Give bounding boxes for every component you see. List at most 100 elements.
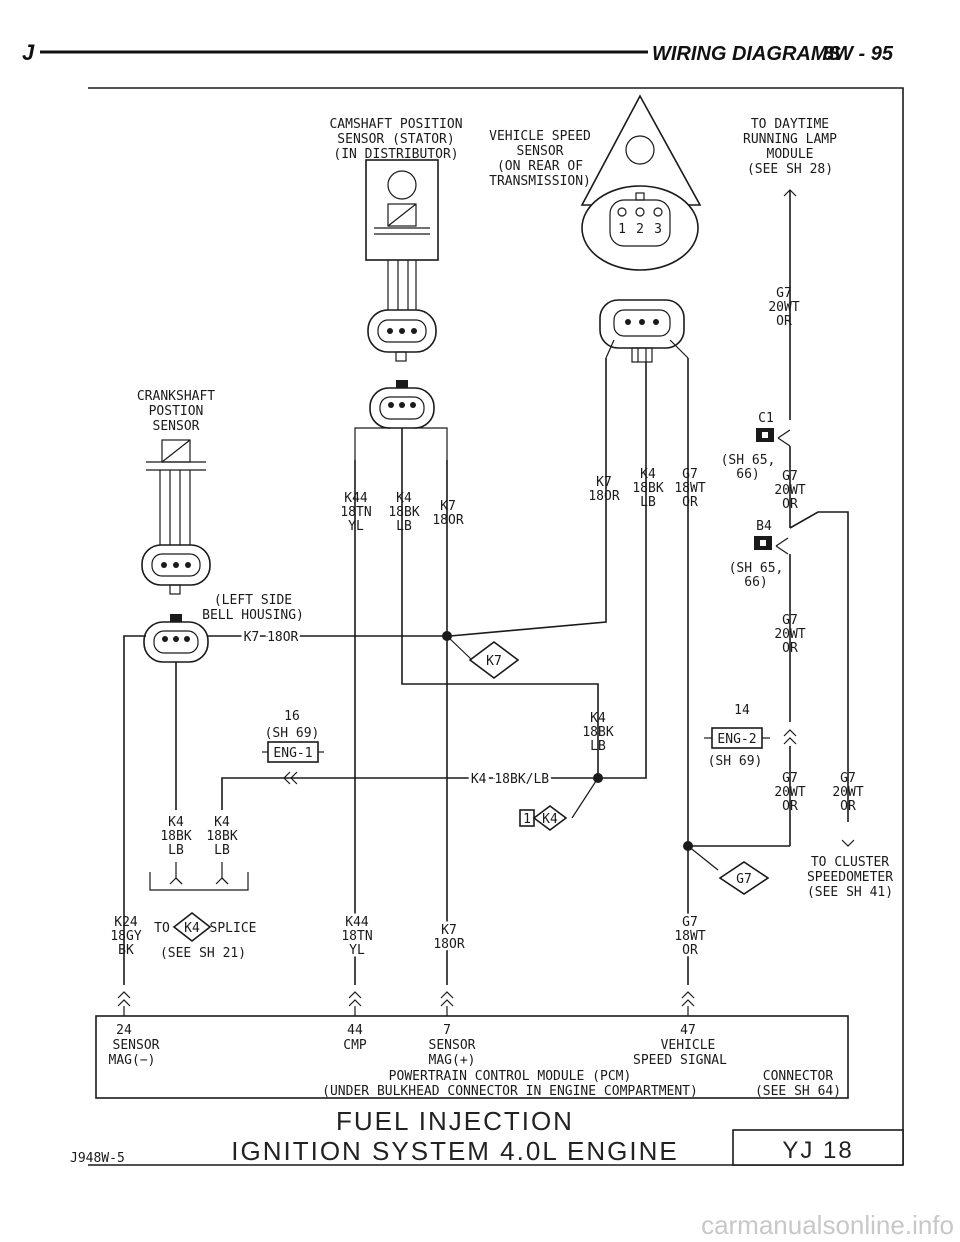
svg-text:G7: G7 bbox=[782, 613, 798, 628]
svg-text:18BK: 18BK bbox=[160, 829, 191, 844]
svg-text:SPEED SIGNAL: SPEED SIGNAL bbox=[633, 1053, 727, 1068]
wire-pcm-k44-label: K44 18TN YL bbox=[339, 913, 375, 961]
wire-pcm-k7-label: K7 18OR bbox=[431, 921, 467, 955]
svg-text:SPLICE: SPLICE bbox=[210, 921, 257, 936]
svg-text:K24: K24 bbox=[114, 915, 138, 930]
svg-text:G7: G7 bbox=[782, 469, 798, 484]
svg-text:SENSOR: SENSOR bbox=[429, 1038, 476, 1053]
svg-text:ENG-2: ENG-2 bbox=[717, 732, 756, 747]
wire-ckp-k24 bbox=[123, 635, 146, 985]
svg-text:MAG(−): MAG(−) bbox=[109, 1053, 156, 1068]
svg-text:K4: K4 bbox=[396, 491, 412, 506]
svg-text:16: 16 bbox=[284, 709, 300, 724]
svg-text:OR: OR bbox=[840, 799, 856, 814]
svg-text:(SH 69): (SH 69) bbox=[265, 726, 320, 741]
svg-text:OR: OR bbox=[682, 943, 698, 958]
header-page: 8W - 95 bbox=[823, 43, 894, 65]
svg-text:(SH 69): (SH 69) bbox=[708, 754, 763, 769]
page-frame bbox=[88, 87, 904, 1165]
connector-b4: B4 bbox=[754, 519, 789, 555]
cmp-harness-connector bbox=[354, 380, 448, 460]
footer-model-box bbox=[732, 1129, 904, 1166]
wire-cmp-k7-label: K7 18OR bbox=[432, 499, 463, 528]
svg-text:18BK: 18BK bbox=[632, 481, 663, 496]
vss-pin-1: 1 bbox=[618, 222, 626, 237]
svg-text:LB: LB bbox=[214, 843, 230, 858]
svg-text:G7: G7 bbox=[840, 771, 856, 786]
svg-text:(SEE SH 41): (SEE SH 41) bbox=[807, 885, 893, 900]
pcm-pin-24: 24 SENSOR MAG(−) bbox=[109, 1023, 160, 1068]
wire-cmp-k4-label: K4 18BK LB bbox=[388, 491, 419, 534]
wire-ckp-k7-label: K7 18OR bbox=[244, 630, 299, 645]
pcm-module bbox=[95, 1015, 849, 1099]
svg-text:OR: OR bbox=[782, 799, 798, 814]
svg-text:20WT: 20WT bbox=[768, 300, 799, 315]
wire-k24-label: K24 18GY BK bbox=[110, 915, 141, 958]
wire-k4-mid-label: K4 18BK LB bbox=[582, 711, 613, 754]
svg-text:K7: K7 bbox=[441, 923, 457, 938]
vss-harness-connector bbox=[599, 299, 689, 363]
footer-title-2: IGNITION SYSTEM 4.0L ENGINE bbox=[231, 1136, 678, 1166]
svg-text:CMP: CMP bbox=[343, 1038, 367, 1053]
wire-pcm-g7-label: G7 18WT OR bbox=[672, 913, 708, 961]
cmp-sensor bbox=[365, 159, 439, 362]
ckp-sensor-label: CRANKSHAFT POSTION SENSOR bbox=[137, 389, 215, 434]
svg-text:K44: K44 bbox=[344, 491, 368, 506]
wire-vss-k7-label: K7 18OR bbox=[588, 475, 619, 504]
wire-g7-right-branch bbox=[789, 511, 849, 822]
svg-text:SPEEDOMETER: SPEEDOMETER bbox=[807, 870, 893, 885]
svg-text:LB: LB bbox=[590, 739, 606, 754]
svg-text:44: 44 bbox=[347, 1023, 363, 1038]
svg-text:(LEFT SIDE: (LEFT SIDE bbox=[214, 593, 292, 608]
pcm-pin-47: 47 VEHICLE SPEED SIGNAL bbox=[633, 1023, 727, 1068]
svg-text:(IN DISTRIBUTOR): (IN DISTRIBUTOR) bbox=[333, 147, 458, 162]
svg-text:YL: YL bbox=[349, 943, 365, 958]
cluster-arrow bbox=[841, 839, 855, 847]
vss-pin-2: 2 bbox=[636, 222, 644, 237]
svg-text:(UNDER BULKHEAD CONNECTOR IN E: (UNDER BULKHEAD CONNECTOR IN ENGINE COMP… bbox=[322, 1084, 698, 1099]
wire-g7-eng2-label: G7 20WT OR bbox=[774, 771, 805, 814]
svg-text:24: 24 bbox=[116, 1023, 132, 1038]
wire-cmp-k4 bbox=[401, 428, 599, 778]
svg-text:BK: BK bbox=[118, 943, 134, 958]
connector-c1: C1 bbox=[756, 411, 791, 447]
svg-text:20WT: 20WT bbox=[774, 627, 805, 642]
svg-text:(SEE SH 21): (SEE SH 21) bbox=[160, 946, 246, 961]
svg-text:(SH 65,: (SH 65, bbox=[721, 453, 776, 468]
svg-text:SENSOR (STATOR): SENSOR (STATOR) bbox=[337, 132, 454, 147]
svg-text:66): 66) bbox=[744, 575, 767, 590]
svg-text:20WT: 20WT bbox=[774, 483, 805, 498]
wire-k4-line-label: K4 18BK/LB bbox=[471, 772, 549, 787]
splice-g7-leader bbox=[687, 845, 719, 871]
svg-text:K7: K7 bbox=[440, 499, 456, 514]
wire-vss-g7-label: G7 18WT OR bbox=[674, 467, 705, 510]
to-splice-ref: TO K4 SPLICE (SEE SH 21) bbox=[154, 911, 257, 961]
svg-text:K44: K44 bbox=[345, 915, 369, 930]
svg-text:18WT: 18WT bbox=[674, 481, 705, 496]
svg-text:18OR: 18OR bbox=[433, 937, 464, 952]
splice-k4-tag: 1 K4 bbox=[519, 805, 568, 831]
svg-text:K4: K4 bbox=[542, 812, 558, 827]
svg-text:18BK: 18BK bbox=[206, 829, 237, 844]
wire-vss-k4 bbox=[600, 362, 647, 779]
splice-k7-tag: K7 bbox=[468, 641, 520, 679]
svg-text:SENSOR: SENSOR bbox=[153, 419, 200, 434]
svg-text:TO DAYTIME: TO DAYTIME bbox=[751, 117, 829, 132]
svg-text:G7: G7 bbox=[682, 467, 698, 482]
svg-text:K7: K7 bbox=[486, 654, 502, 669]
wire-vss-k7 bbox=[449, 358, 607, 637]
svg-text:POSTION: POSTION bbox=[149, 404, 204, 419]
svg-text:18BK: 18BK bbox=[582, 725, 613, 740]
wire-g7-c1-label: G7 20WT OR bbox=[774, 469, 805, 512]
footer-title-1: FUEL INJECTION bbox=[336, 1106, 574, 1136]
svg-text:(SEE SH 64): (SEE SH 64) bbox=[755, 1084, 841, 1099]
ckp-harness-connector bbox=[143, 614, 209, 663]
ckp-k4-ground-loop bbox=[149, 862, 249, 891]
svg-text:SENSOR: SENSOR bbox=[113, 1038, 160, 1053]
connector-eng2: 14 ENG-2 (SH 69) bbox=[704, 703, 797, 769]
header-section: WIRING DIAGRAMS bbox=[652, 43, 842, 65]
connector-c1-ref: (SH 65, 66) bbox=[721, 453, 776, 482]
wire-g7-right-label: G7 20WT OR bbox=[832, 771, 863, 814]
pcm-name: POWERTRAIN CONTROL MODULE (PCM) (UNDER B… bbox=[322, 1069, 698, 1099]
svg-text:18OR: 18OR bbox=[432, 513, 463, 528]
